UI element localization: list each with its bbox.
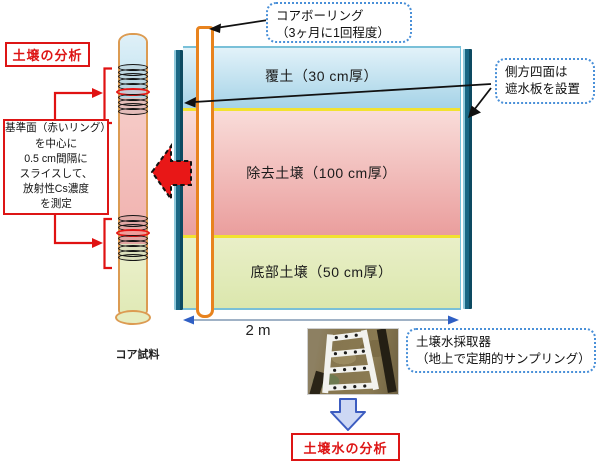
- slicing-connector-top: [53, 67, 112, 125]
- layer-divider-top: [183, 108, 460, 111]
- core-boring-line1: コアボーリング: [276, 9, 364, 23]
- side-plates-line2: 遮水板を設置: [505, 82, 581, 96]
- dimension-label: 2 m: [245, 322, 271, 339]
- soil-analysis-label: 土壌の分析: [12, 48, 83, 63]
- core-slice-rings-top: [115, 63, 151, 116]
- soil-water-sampler-note-box: 土壌水採取器 （地上で定期的サンプリング）: [406, 328, 596, 373]
- slicing-note-line: 基準面（赤いリング）: [5, 122, 111, 135]
- slicing-note-line: 放射性Cs濃度: [23, 183, 89, 196]
- core-slice-rings-bottom: [115, 214, 151, 262]
- layer-bottom-soil-label: 底部土壌（50 cm厚）: [250, 264, 393, 280]
- core-boring-line2: （3ヶ月に1回程度）: [276, 26, 390, 40]
- core-sample-label: コア試料: [115, 349, 160, 361]
- core-boring-arrow: [209, 19, 269, 33]
- soil-water-analysis-label: 土壌水の分析: [303, 440, 388, 456]
- core-boring-note-box: コアボーリング （3ヶ月に1回程度）: [266, 2, 412, 43]
- sampler-line1: 土壌水採取器: [416, 335, 492, 349]
- sampler-line2: （地上で定期的サンプリング）: [416, 352, 591, 366]
- slicing-note-box: 基準面（赤いリング） を中心に 0.5 cm間隔に スライスして、 放射性Cs濃…: [3, 119, 111, 215]
- water-shield-plate-left: [174, 50, 183, 310]
- soil-analysis-box: 土壌の分析: [5, 42, 90, 67]
- slicing-note-line: スライスして、: [19, 168, 93, 180]
- core-cylinder-bottom-cap: [115, 310, 151, 325]
- soil-profile-box: 覆土（30 cm厚） 除去土壌（100 cm厚） 底部土壌（50 cm厚）: [183, 46, 461, 310]
- layer-removed-soil: 除去土壌（100 cm厚）: [183, 111, 460, 235]
- slicing-connector-bottom: [53, 215, 112, 270]
- slice-bracket-bottom: [103, 217, 112, 270]
- slice-ring-icon: [118, 108, 148, 116]
- layer-removed-soil-label: 除去土壌（100 cm厚）: [246, 165, 397, 181]
- water-shield-plate-right: [463, 49, 472, 309]
- layer-divider-bottom: [183, 235, 460, 238]
- layer-bottom-soil: 底部土壌（50 cm厚）: [183, 238, 460, 308]
- sampler-ladder-icon: [308, 329, 397, 394]
- core-boring-tube: [196, 26, 214, 318]
- side-plates-note-box: 側方四面は 遮水板を設置: [495, 58, 595, 104]
- slice-bracket-top: [103, 67, 112, 125]
- layer-cover-soil-label: 覆土（30 cm厚）: [264, 68, 379, 84]
- dimension-arrowhead-right-icon: [448, 315, 459, 325]
- side-plates-line1: 側方四面は: [505, 65, 568, 79]
- dimension-arrowhead-left-icon: [183, 315, 194, 325]
- slicing-note-line: 0.5 cm間隔に: [24, 152, 88, 165]
- layer-cover-soil: 覆土（30 cm厚）: [183, 48, 460, 108]
- slicing-note-line: を測定: [40, 198, 72, 211]
- slice-ring-icon: [118, 254, 148, 262]
- soil-water-sampler-photo: [307, 328, 399, 395]
- soil-water-analysis-box: 土壌水の分析: [291, 433, 400, 461]
- slicing-note-line: を中心に: [34, 137, 78, 150]
- soil-water-down-arrow-icon: [330, 398, 366, 431]
